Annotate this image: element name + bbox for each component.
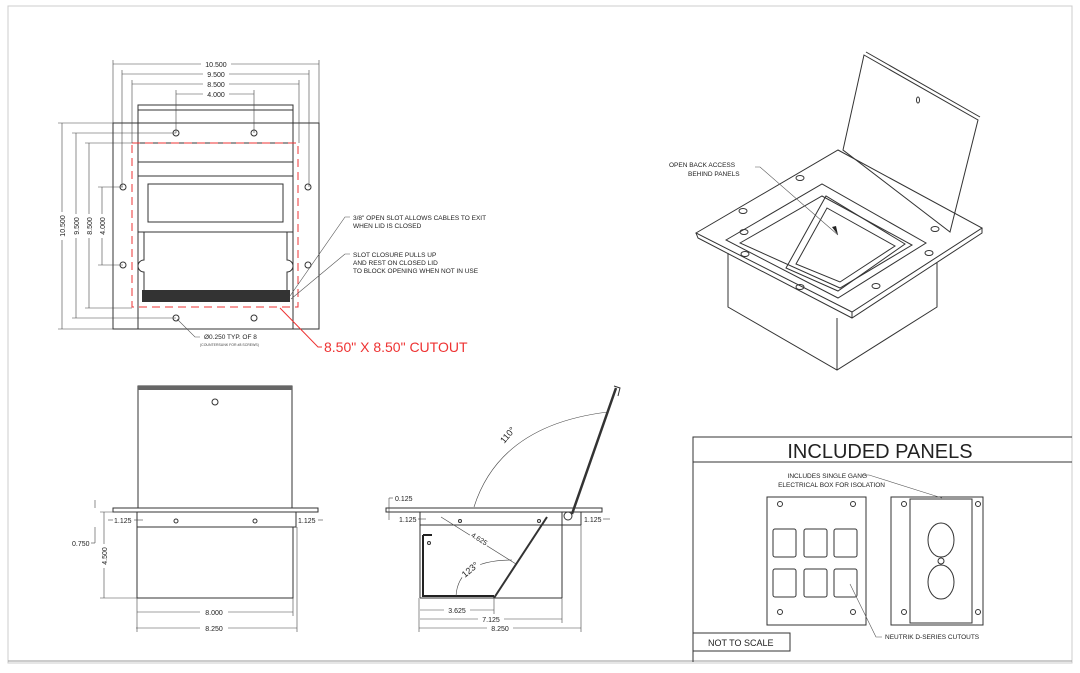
dim-7125: 7.125 [482, 617, 500, 624]
hole-subnote: (COUNTERSUNK FOR #8 SCREWS) [200, 343, 259, 347]
slot-note-line1: 3/8" OPEN SLOT ALLOWS CABLES TO EXIT [353, 215, 486, 222]
iso-note-line2: BEHIND PANELS [688, 171, 740, 178]
dim-0125: 0.125 [395, 496, 413, 503]
d-series-cutouts [772, 528, 858, 598]
closure-note-line2: AND REST ON CLOSED LID [353, 260, 438, 267]
box-note-line2: ELECTRICAL BOX FOR ISOLATION [778, 482, 885, 489]
flange-side [385, 507, 603, 513]
cable-slot-hatch [142, 290, 290, 302]
dim-10500-v: 10.500 [60, 215, 67, 237]
dim-10500-h: 10.500 [205, 62, 227, 69]
hinge [563, 511, 573, 521]
outlet-bottom [927, 564, 955, 600]
scale-note: NOT TO SCALE [708, 638, 774, 648]
dim-1125-right-front: 1.125 [298, 518, 316, 525]
dim-1125-left-front: 1.125 [114, 518, 132, 525]
closure-note-line3: TO BLOCK OPENING WHEN NOT IN USE [353, 268, 479, 275]
panels-title: INCLUDED PANELS [787, 441, 972, 463]
box-note-line1: INCLUDES SINGLE GANG [788, 473, 867, 480]
outlet-top [927, 522, 955, 558]
dim-8250-front: 8.250 [205, 626, 223, 633]
closure-note-line1: SLOT CLOSURE PULLS UP [353, 252, 436, 259]
box-body-front [136, 526, 294, 599]
dim-1125-right-side: 1.125 [584, 517, 602, 524]
lid-outline [137, 104, 294, 330]
dim-1125-left-side: 1.125 [399, 517, 417, 524]
isometric-view: OPEN BACK ACCESS BEHIND PANELS [669, 51, 983, 371]
angled-panel [493, 516, 548, 599]
included-panels-section: INCLUDED PANELS INCLUDES SINGLE GANG ELE… [692, 436, 1072, 662]
iso-note-line1: OPEN BACK ACCESS [669, 162, 736, 169]
panel-opening [147, 183, 284, 223]
cutouts-note: NEUTRIK D-SERIES CUTOUTS [885, 634, 980, 641]
dim-4500: 4.500 [102, 547, 109, 565]
scale-note-box [692, 632, 791, 652]
dim-8000: 8.000 [205, 610, 223, 617]
dim-8250-side: 8.250 [491, 626, 509, 633]
lid-iso [842, 54, 979, 233]
top-view: 10.500 9.500 8.500 4.000 10.500 9.500 8.… [57, 60, 486, 355]
dim-4000-h: 4.000 [207, 92, 225, 99]
cutout-label: 8.50" X 8.50" CUTOUT [324, 339, 468, 355]
duplex-panel [890, 496, 984, 626]
slot-note-line2: WHEN LID IS CLOSED [353, 223, 422, 230]
opening-iso [724, 183, 927, 299]
dim-9500-v: 9.500 [74, 217, 81, 235]
dim-4000-v: 4.000 [100, 217, 107, 235]
neutrik-panel [766, 496, 867, 626]
dim-0750: 0.750 [72, 541, 90, 548]
lid-angle-arc [473, 411, 609, 508]
dim-8500-h: 8.500 [207, 82, 225, 89]
cutout-outline [131, 142, 299, 308]
hole-note: Ø0.250 TYP. OF 8 [204, 334, 257, 341]
dim-3625: 3.625 [448, 608, 466, 615]
dim-8500-v: 8.500 [87, 217, 94, 235]
page-border [7, 5, 1073, 664]
front-view: 8.000 8.250 4.500 0.750 1.125 1.125 [72, 385, 323, 633]
iso-holes [738, 175, 940, 290]
dim-9500-h: 9.500 [207, 72, 225, 79]
box-wall-side [422, 535, 494, 597]
open-lid [570, 387, 618, 515]
